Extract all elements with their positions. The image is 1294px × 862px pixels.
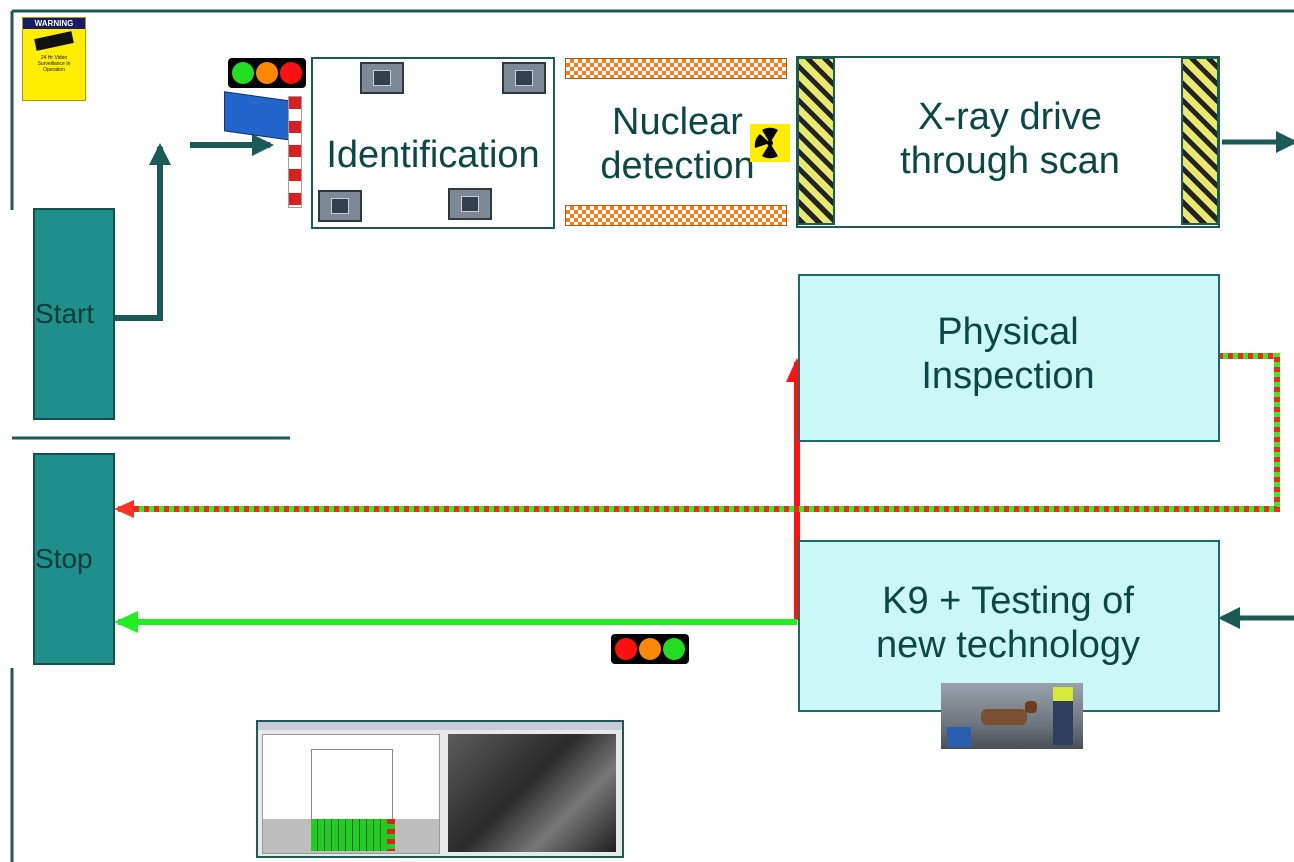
camera-icon-bottom-right xyxy=(448,188,492,220)
camera-icon-bottom-left xyxy=(318,190,362,222)
stop-station: Stop xyxy=(33,453,115,665)
identification-label: Identification xyxy=(326,134,540,177)
physical-label: Physical Inspection xyxy=(800,290,1216,420)
warning-header: WARNING xyxy=(23,18,85,29)
xray-portal-right xyxy=(1181,57,1219,225)
camera-silhouette xyxy=(34,31,74,51)
radiation-icon xyxy=(750,124,790,162)
nuclear-portal-bottom xyxy=(565,205,787,226)
barrier-gate-icon xyxy=(222,90,310,210)
dog-handler-photo xyxy=(941,683,1083,749)
k9-line1: K9 + Testing of xyxy=(882,580,1134,623)
warning-sign-icon: WARNING 24 Hr Video Surveillance In Oper… xyxy=(22,17,86,101)
nuclear-portal-top xyxy=(565,58,787,79)
physical-line2: Inspection xyxy=(921,355,1095,397)
nuclear-line2: detection xyxy=(600,145,755,187)
xray-label: X-ray drive through scan xyxy=(840,80,1180,200)
physical-line1: Physical xyxy=(937,311,1079,354)
k9-label: K9 + Testing of new technology xyxy=(800,562,1216,686)
nuclear-line1: Nuclear xyxy=(612,101,743,144)
start-station: Start xyxy=(33,208,115,420)
warning-text: 24 Hr Video Surveillance In Operation xyxy=(37,55,71,73)
start-flow-arrow xyxy=(112,143,171,321)
camera-icon-top-right xyxy=(502,62,546,94)
xray-portal-left xyxy=(797,57,835,225)
return-path-red xyxy=(114,353,1280,518)
scan-software-screenshot xyxy=(256,720,624,858)
camera-icon-top-left xyxy=(360,62,404,94)
exit-traffic-light xyxy=(611,634,689,664)
xray-line1: X-ray drive xyxy=(918,96,1102,139)
k9-line2: new technology xyxy=(875,624,1141,666)
physical-inspection-box xyxy=(798,274,1220,442)
start-label: Start xyxy=(35,298,95,329)
xray-line2: through scan xyxy=(900,140,1120,182)
stop-label: Stop xyxy=(35,543,93,574)
xray-box xyxy=(796,56,1220,228)
nuclear-label: Nuclear detection xyxy=(560,90,795,200)
entry-traffic-light xyxy=(228,58,306,88)
